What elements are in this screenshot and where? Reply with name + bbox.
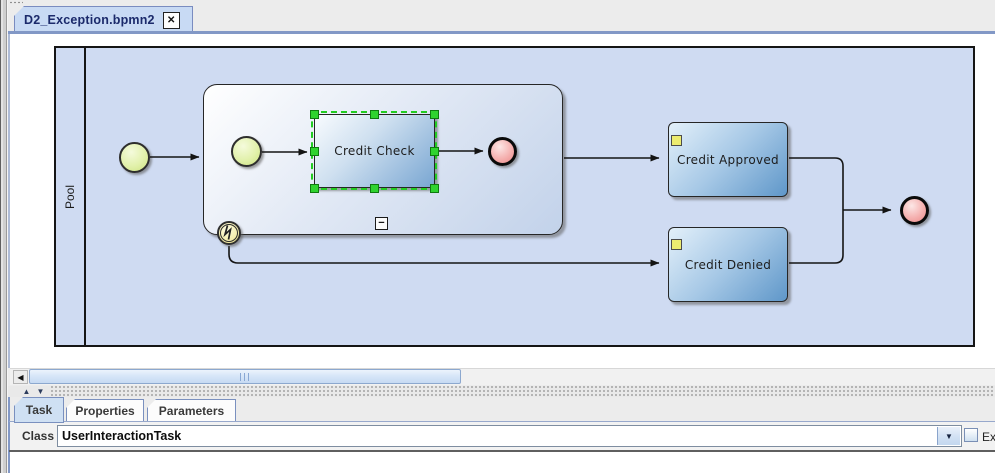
selection-handle[interactable]	[310, 184, 319, 193]
error-boundary-event[interactable]	[217, 221, 241, 245]
tab-properties-label: Properties	[75, 404, 135, 418]
pool-label: Pool	[63, 184, 77, 209]
collapse-up-icon[interactable]: ▲	[22, 387, 31, 396]
vertical-splitter[interactable]	[0, 0, 8, 473]
start-event[interactable]	[119, 142, 150, 173]
task-type-marker-icon	[671, 135, 682, 146]
ex-checkbox-label: Ex	[982, 430, 995, 444]
selection-handle[interactable]	[430, 184, 439, 193]
scroll-left-icon[interactable]: ◀	[13, 370, 28, 384]
selection-handle[interactable]	[430, 147, 439, 156]
horizontal-splitter-top[interactable]	[8, 0, 995, 5]
tab-parameters[interactable]: Parameters	[147, 399, 236, 423]
chevron-down-icon[interactable]: ▼	[937, 427, 960, 445]
form-empty-area	[10, 452, 995, 473]
class-field-label: Class	[22, 429, 55, 443]
boundary-event-ring	[220, 224, 238, 242]
selection-handle[interactable]	[370, 184, 379, 193]
tab-parameters-label: Parameters	[158, 404, 225, 418]
divider-button-area	[8, 386, 50, 397]
inner-start-event[interactable]	[231, 136, 262, 167]
subprocess-collapse-icon[interactable]: −	[375, 217, 388, 230]
selection-handle[interactable]	[310, 147, 319, 156]
task-label: Credit Denied	[684, 257, 772, 272]
task-credit-denied[interactable]: Credit Denied	[668, 227, 788, 302]
collapse-down-icon[interactable]: ▼	[36, 387, 45, 396]
split-pane-divider[interactable]: ▲ ▼	[8, 386, 995, 397]
pool-lane-header[interactable]: Pool	[56, 48, 86, 345]
form-divider	[9, 450, 995, 452]
editor-content-border-left	[8, 34, 10, 368]
task-credit-check[interactable]: Credit Check	[314, 114, 435, 188]
scrollbar-grip-icon	[239, 372, 251, 381]
end-event[interactable]	[900, 196, 929, 225]
ex-checkbox[interactable]	[964, 428, 978, 442]
task-label: Credit Approved	[677, 152, 779, 167]
lightning-icon	[223, 225, 232, 240]
class-combobox-value: UserInteractionTask	[62, 429, 182, 443]
task-label: Credit Check	[334, 144, 415, 158]
scrollbar-thumb[interactable]	[29, 369, 461, 384]
editor-content-border	[8, 31, 995, 34]
selection-handle[interactable]	[370, 110, 379, 119]
class-combobox[interactable]: UserInteractionTask ▼	[57, 425, 962, 447]
splitter-grip-icon	[9, 1, 23, 4]
tab-d2-exception[interactable]: D2_Exception.bpmn2 ✕	[14, 6, 193, 34]
editor-tab-title: D2_Exception.bpmn2	[24, 13, 155, 27]
task-type-marker-icon	[671, 239, 682, 250]
tab-properties[interactable]: Properties	[66, 399, 144, 423]
inner-end-event[interactable]	[488, 137, 517, 166]
tab-task-label: Task	[25, 403, 53, 417]
panel-border-top	[9, 421, 995, 422]
selection-handle[interactable]	[430, 110, 439, 119]
tab-task[interactable]: Task	[14, 397, 64, 423]
close-icon[interactable]: ✕	[162, 11, 180, 29]
panel-border-left	[8, 397, 10, 473]
task-credit-approved[interactable]: Credit Approved	[668, 122, 788, 197]
selection-handle[interactable]	[310, 110, 319, 119]
